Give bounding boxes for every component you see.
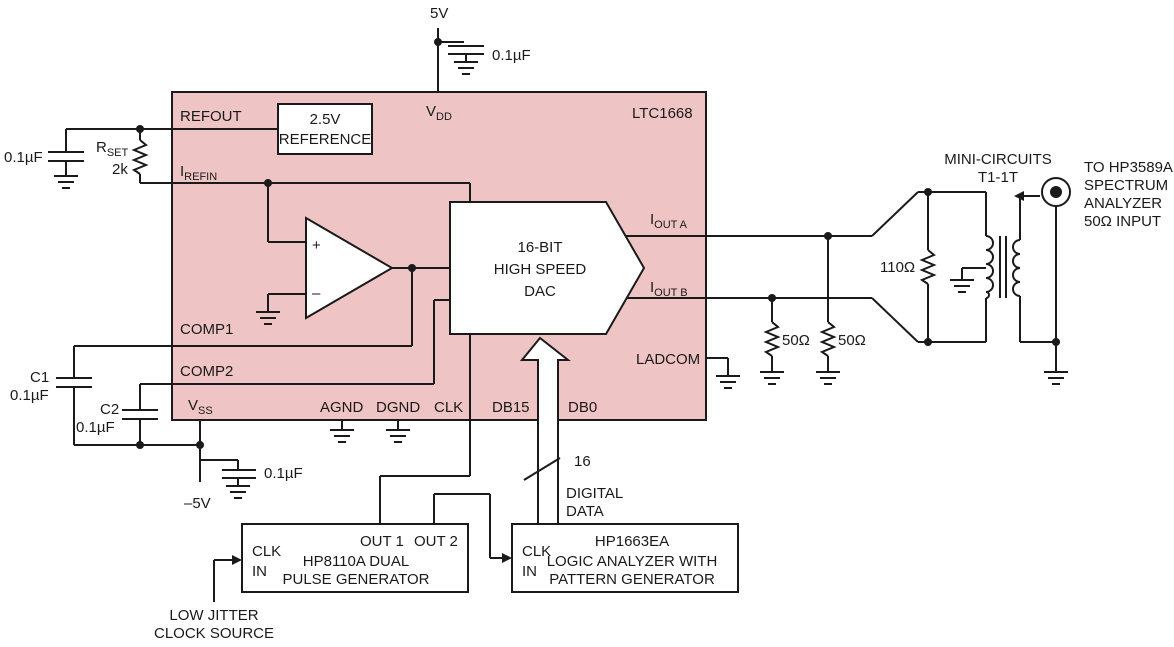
r50b-label: 50Ω bbox=[838, 332, 866, 349]
vdd-rail-label: 5V bbox=[430, 5, 448, 22]
rset-label: RSET bbox=[96, 139, 129, 159]
clock-source-label-2: CLOCK SOURCE bbox=[154, 625, 274, 642]
chip-part-label: LTC1668 bbox=[632, 105, 693, 122]
comp2-pin-label: COMP2 bbox=[180, 363, 233, 380]
logic-analyzer-box bbox=[511, 523, 739, 593]
dac-block bbox=[449, 201, 646, 335]
vdd-pin-label: VDD bbox=[426, 103, 452, 123]
db0-pin-label: DB0 bbox=[568, 399, 597, 416]
pulse-gen-label-2: PULSE GENERATOR bbox=[283, 571, 430, 588]
pulse-gen-label-1: HP8110A DUAL bbox=[303, 553, 409, 570]
iouta-pin-label: IOUT A bbox=[650, 211, 688, 231]
bus-label-2: DATA bbox=[566, 503, 604, 520]
ref-cap-label: 0.1µF bbox=[4, 149, 43, 166]
pulse-gen-in-label: IN bbox=[252, 563, 267, 580]
data-bus bbox=[519, 336, 571, 525]
c1-value-label: 0.1µF bbox=[10, 387, 49, 404]
vss-net bbox=[199, 420, 256, 499]
reference-label-1: 2.5V bbox=[310, 111, 341, 128]
bus-label-1: DIGITAL bbox=[566, 485, 623, 502]
gnd-pins bbox=[329, 420, 411, 443]
pulse-gen-out1-label: OUT 1 bbox=[360, 533, 404, 550]
opamp-plus-label: + bbox=[312, 237, 321, 254]
vss-cap-label: 0.1µF bbox=[264, 465, 303, 482]
out2-net bbox=[433, 493, 512, 563]
transformer-label-1: MINI-CIRCUITS bbox=[944, 151, 1052, 168]
refout-net bbox=[48, 125, 471, 243]
reference-block bbox=[277, 103, 373, 155]
ladcom-pin-label: LADCOM bbox=[636, 351, 700, 368]
vdd-net bbox=[434, 28, 484, 92]
vdd-cap-label: 0.1µF bbox=[492, 47, 531, 64]
pulse-gen-clk-label: CLK bbox=[252, 543, 281, 560]
reference-label-2: REFERENCE bbox=[279, 131, 372, 148]
analyzer-label-1: TO HP3589A bbox=[1084, 159, 1173, 176]
comp1-pin-label: COMP1 bbox=[180, 321, 233, 338]
dac-label-2: HIGH SPEED bbox=[494, 261, 587, 278]
refout-pin-label: REFOUT bbox=[180, 108, 242, 125]
c2-value-label: 0.1µF bbox=[76, 419, 115, 436]
r50a-label: 50Ω bbox=[782, 332, 810, 349]
c2-label: C2 bbox=[100, 401, 119, 418]
ioutb-pin-label: IOUT B bbox=[650, 279, 688, 299]
analyzer-label-3: ANALYZER bbox=[1084, 195, 1162, 212]
r110-label: 110Ω bbox=[880, 259, 915, 276]
clk-pin-label: CLK bbox=[434, 399, 463, 416]
logic-analyzer-label-2: LOGIC ANALYZER WITH bbox=[547, 553, 718, 570]
db15-pin-label: DB15 bbox=[492, 399, 530, 416]
logic-analyzer-in-label: IN bbox=[522, 563, 537, 580]
ladcom-net bbox=[706, 357, 741, 389]
dgnd-pin-label: DGND bbox=[376, 399, 420, 416]
opamp-wiring bbox=[74, 264, 450, 385]
vss-pin-label: VSS bbox=[188, 397, 213, 417]
output-network bbox=[626, 188, 1069, 385]
clock-source-label-1: LOW JITTER bbox=[169, 607, 258, 624]
pulse-gen-out2-label: OUT 2 bbox=[414, 533, 458, 550]
bus-width-label: 16 bbox=[574, 453, 591, 470]
pulse-generator-box bbox=[241, 523, 469, 593]
comp-caps bbox=[56, 346, 204, 449]
analyzer-label-4: 50Ω INPUT bbox=[1084, 213, 1161, 230]
dac-label-3: DAC bbox=[524, 283, 556, 300]
bnc-connector-icon bbox=[1041, 177, 1071, 207]
c1-label: C1 bbox=[30, 369, 49, 386]
irefin-pin-label: IREFIN bbox=[180, 163, 217, 183]
analyzer-label-2: SPECTRUM bbox=[1084, 177, 1168, 194]
dac-label-1: 16-BIT bbox=[517, 239, 562, 256]
logic-analyzer-label-1: HP1663EA bbox=[595, 533, 669, 550]
transformer-label-2: T1-1T bbox=[978, 169, 1018, 186]
opamp-minus-label: – bbox=[312, 285, 321, 302]
vss-rail-label: –5V bbox=[184, 495, 211, 512]
clk-net bbox=[379, 334, 471, 524]
agnd-pin-label: AGND bbox=[320, 399, 364, 416]
logic-analyzer-clk-label: CLK bbox=[522, 543, 551, 560]
opamp-triangle bbox=[305, 216, 394, 320]
rset-value-label: 2k bbox=[112, 161, 128, 178]
logic-analyzer-label-3: PATTERN GENERATOR bbox=[549, 571, 715, 588]
clock-source-net bbox=[213, 555, 242, 602]
